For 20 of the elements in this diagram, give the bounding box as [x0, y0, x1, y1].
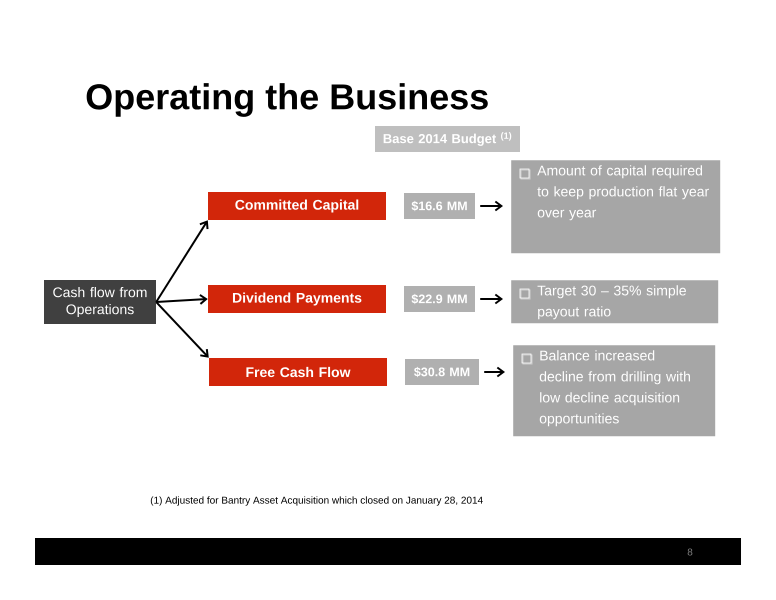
- arrow: [484, 366, 505, 378]
- title: Operating the Business: [86, 83, 488, 117]
- category-box: Free Cash Flow: [209, 358, 387, 386]
- header-box: Base 2014 Budget $^{(1)}$: [375, 126, 520, 152]
- arrow: [156, 294, 208, 305]
- amount-box: $30.8 MM: [405, 359, 479, 385]
- footnote: (1) Adjusted for Bantry Asset Acquisition which closed on January 28, 2014: [150, 496, 483, 506]
- amount-box: $16.6 MM: [404, 193, 475, 219]
- description-box: Amount of capital required to keep production flat year over year: [511, 160, 720, 254]
- description-box: Target 30 – 35% simple payout ratio: [511, 280, 718, 324]
- footer-bar: 8: [35, 538, 741, 565]
- category-box: Dividend Payments: [208, 285, 386, 313]
- arrow: [155, 220, 209, 303]
- arrow: [480, 200, 503, 212]
- category-box: Committed Capital: [208, 192, 386, 220]
- description-box: Balance increased decline from drilling with low decline acquisition opportunities: [513, 345, 716, 436]
- amount-box: $22.9 MM: [404, 286, 475, 312]
- arrow: [155, 301, 209, 358]
- process-box: Cash flow from Operations: [44, 280, 156, 324]
- arrow: [480, 294, 503, 304]
